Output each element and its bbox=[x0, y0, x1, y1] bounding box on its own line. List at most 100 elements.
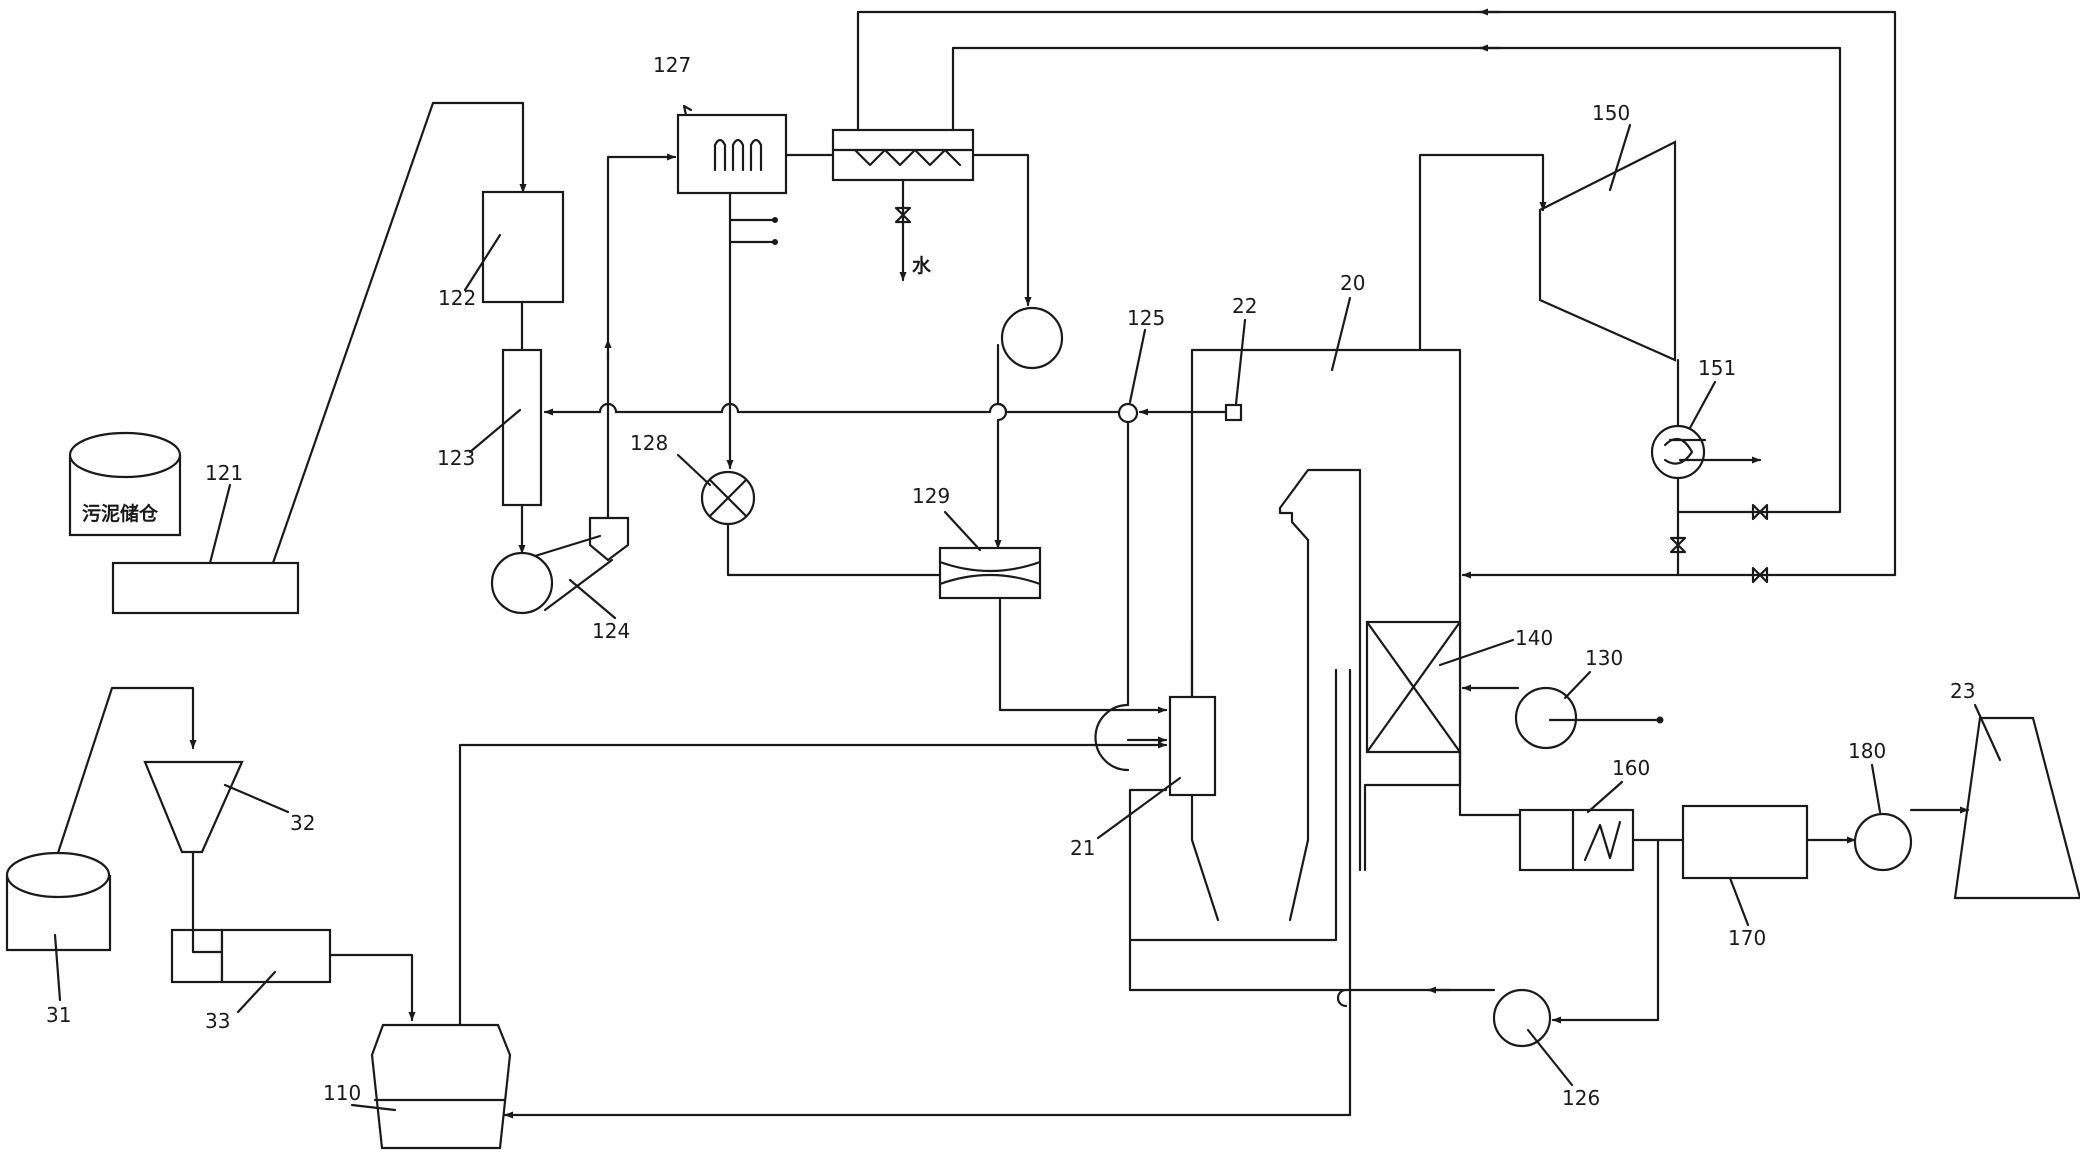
label-129: 129 bbox=[912, 484, 950, 508]
pipe-124-127 bbox=[606, 157, 675, 520]
unit-127 bbox=[676, 104, 788, 195]
label-31: 31 bbox=[46, 1003, 71, 1027]
filter-170 bbox=[1681, 804, 1809, 880]
pipe-160-126 bbox=[1551, 838, 1660, 1024]
valve-loop-2 bbox=[1751, 566, 1769, 584]
tank-31 bbox=[5, 851, 112, 952]
pipe-110-21 bbox=[458, 741, 1168, 1027]
pipe-31-32 bbox=[56, 686, 197, 855]
economizer-160 bbox=[1518, 808, 1635, 872]
pipe-33-110 bbox=[328, 953, 416, 1022]
leader-125 bbox=[1128, 328, 1147, 404]
label-180: 180 bbox=[1848, 739, 1886, 763]
label-126: 126 bbox=[1562, 1086, 1600, 1110]
label-32: 32 bbox=[290, 811, 315, 835]
leader-140 bbox=[1438, 638, 1515, 667]
label-151: 151 bbox=[1698, 356, 1736, 380]
valve-loop-1 bbox=[1751, 503, 1769, 521]
pipe-top-loop-inner bbox=[951, 46, 1842, 514]
condenser-exchanger bbox=[831, 128, 975, 182]
sludge-silo: 污泥储仓 bbox=[68, 431, 182, 537]
tap-dot bbox=[772, 239, 778, 245]
unit-122 bbox=[481, 190, 565, 304]
condenser-151 bbox=[1650, 424, 1706, 480]
leader-170 bbox=[1728, 876, 1750, 927]
leader-121 bbox=[208, 483, 232, 565]
pipe-128-129 bbox=[726, 522, 942, 577]
valve-151 bbox=[1669, 536, 1687, 554]
leader-150 bbox=[1608, 123, 1632, 192]
pump-circle bbox=[1000, 306, 1064, 370]
leader-110 bbox=[350, 1103, 397, 1112]
pipe-top-loop-outer bbox=[856, 10, 1897, 579]
hopper-32 bbox=[143, 760, 244, 854]
node-125 bbox=[1117, 402, 1139, 424]
feeder-33 bbox=[170, 928, 332, 984]
sludge-feeder-121 bbox=[111, 561, 300, 615]
label-110: 110 bbox=[323, 1081, 361, 1105]
leader-160 bbox=[1586, 780, 1624, 814]
pipe-129-21 bbox=[998, 596, 1168, 714]
pipe-crossings bbox=[598, 402, 1008, 414]
fan-180 bbox=[1853, 812, 1913, 872]
feed-loop bbox=[1094, 703, 1130, 772]
dryer-110 bbox=[370, 1023, 512, 1150]
tap-dot bbox=[772, 217, 778, 223]
leader-126 bbox=[1526, 1028, 1574, 1087]
sensor-22 bbox=[1224, 403, 1243, 422]
pipe-pump-129 bbox=[994, 343, 1008, 550]
sludge-silo-text: 污泥储仓 bbox=[82, 502, 159, 525]
label-170: 170 bbox=[1728, 926, 1766, 950]
leader-151 bbox=[1688, 380, 1717, 430]
label-121: 121 bbox=[205, 461, 243, 485]
leader-180 bbox=[1870, 763, 1882, 814]
pipe-140-160 bbox=[1458, 750, 1522, 817]
pipe-boiler-150 bbox=[1418, 153, 1547, 352]
venturi-129 bbox=[938, 546, 1042, 600]
label-21: 21 bbox=[1070, 836, 1095, 860]
label-127: 127 bbox=[653, 53, 691, 77]
leader-21 bbox=[1096, 776, 1182, 840]
leader-124 bbox=[568, 578, 617, 620]
label-140: 140 bbox=[1515, 626, 1553, 650]
label-122: 122 bbox=[438, 286, 476, 310]
labels: 121 122 123 124 127 128 129 125 22 20 21… bbox=[46, 53, 2002, 1112]
label-123: 123 bbox=[437, 446, 475, 470]
chimney-23 bbox=[1953, 716, 2080, 900]
leader-23 bbox=[1973, 703, 2002, 762]
column-123 bbox=[501, 348, 543, 507]
leader-129 bbox=[943, 510, 982, 552]
label-125: 125 bbox=[1127, 306, 1165, 330]
label-160: 160 bbox=[1612, 756, 1650, 780]
tap-dot bbox=[1656, 716, 1664, 724]
blower-124 bbox=[490, 516, 630, 615]
label-22: 22 bbox=[1232, 294, 1257, 318]
leader-128 bbox=[676, 453, 712, 487]
leader-20 bbox=[1330, 296, 1352, 372]
leader-130 bbox=[1563, 670, 1592, 700]
pipe-121-122 bbox=[271, 101, 527, 565]
fan-130 bbox=[1514, 686, 1578, 750]
label-128: 128 bbox=[630, 431, 668, 455]
fan-126 bbox=[1492, 988, 1552, 1048]
leader-122 bbox=[463, 233, 502, 292]
label-124: 124 bbox=[592, 619, 630, 643]
pipe-126-21 bbox=[1128, 788, 1496, 1008]
water-text: 水 bbox=[912, 255, 932, 277]
pipe-exchanger-pump bbox=[971, 153, 1032, 307]
label-20: 20 bbox=[1340, 271, 1365, 295]
leader-32 bbox=[223, 783, 290, 814]
label-23: 23 bbox=[1950, 679, 1975, 703]
leader-31 bbox=[53, 933, 62, 1002]
preheater-140 bbox=[1365, 620, 1462, 754]
turbine-150 bbox=[1538, 140, 1677, 362]
leader-22 bbox=[1234, 318, 1247, 406]
pipe-127-taps bbox=[728, 218, 777, 244]
label-33: 33 bbox=[205, 1009, 230, 1033]
leader-33 bbox=[236, 970, 277, 1014]
pipe-32-33b bbox=[191, 928, 224, 954]
leader-123 bbox=[468, 408, 522, 454]
label-130: 130 bbox=[1585, 646, 1623, 670]
valve-water bbox=[894, 206, 912, 224]
